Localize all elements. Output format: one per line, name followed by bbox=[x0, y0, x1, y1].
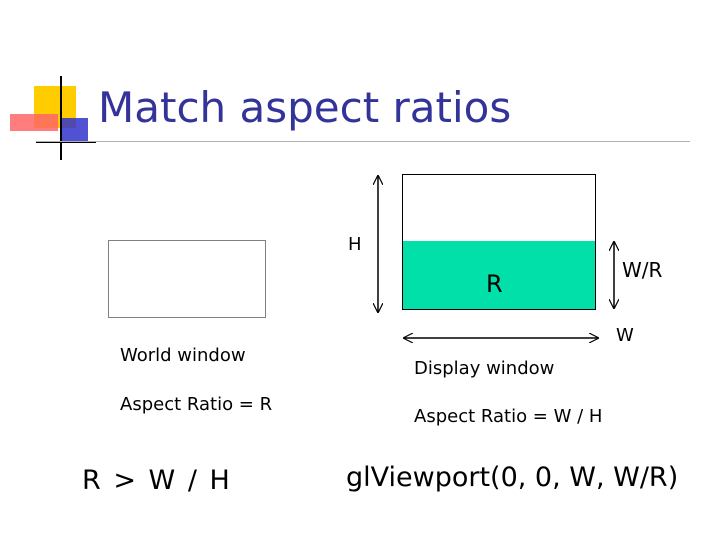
viewport-rect bbox=[403, 241, 595, 309]
logo-horizontal-line bbox=[36, 141, 96, 143]
world-window-rect bbox=[108, 240, 266, 318]
width-label: W bbox=[616, 325, 634, 346]
display-window-label: Display window bbox=[414, 358, 555, 379]
title-divider bbox=[36, 141, 690, 142]
logo-red-bar bbox=[10, 114, 58, 131]
slide-title: Match aspect ratios bbox=[98, 83, 512, 132]
display-window-rect bbox=[402, 174, 596, 310]
viewport-height-label: W/R bbox=[622, 258, 663, 282]
display-aspect-ratio-label: Aspect Ratio = W / H bbox=[414, 406, 603, 427]
logo-blue-square bbox=[60, 118, 88, 142]
ratio-label: R bbox=[486, 270, 503, 298]
condition-text: R > W / H bbox=[82, 465, 232, 496]
viewport-call-text: glViewport(0, 0, W, W/R) bbox=[346, 462, 679, 493]
world-window-label: World window bbox=[120, 345, 246, 366]
height-label: H bbox=[348, 234, 362, 255]
world-aspect-ratio-label: Aspect Ratio = R bbox=[120, 394, 273, 415]
logo-vertical-line bbox=[60, 76, 62, 160]
